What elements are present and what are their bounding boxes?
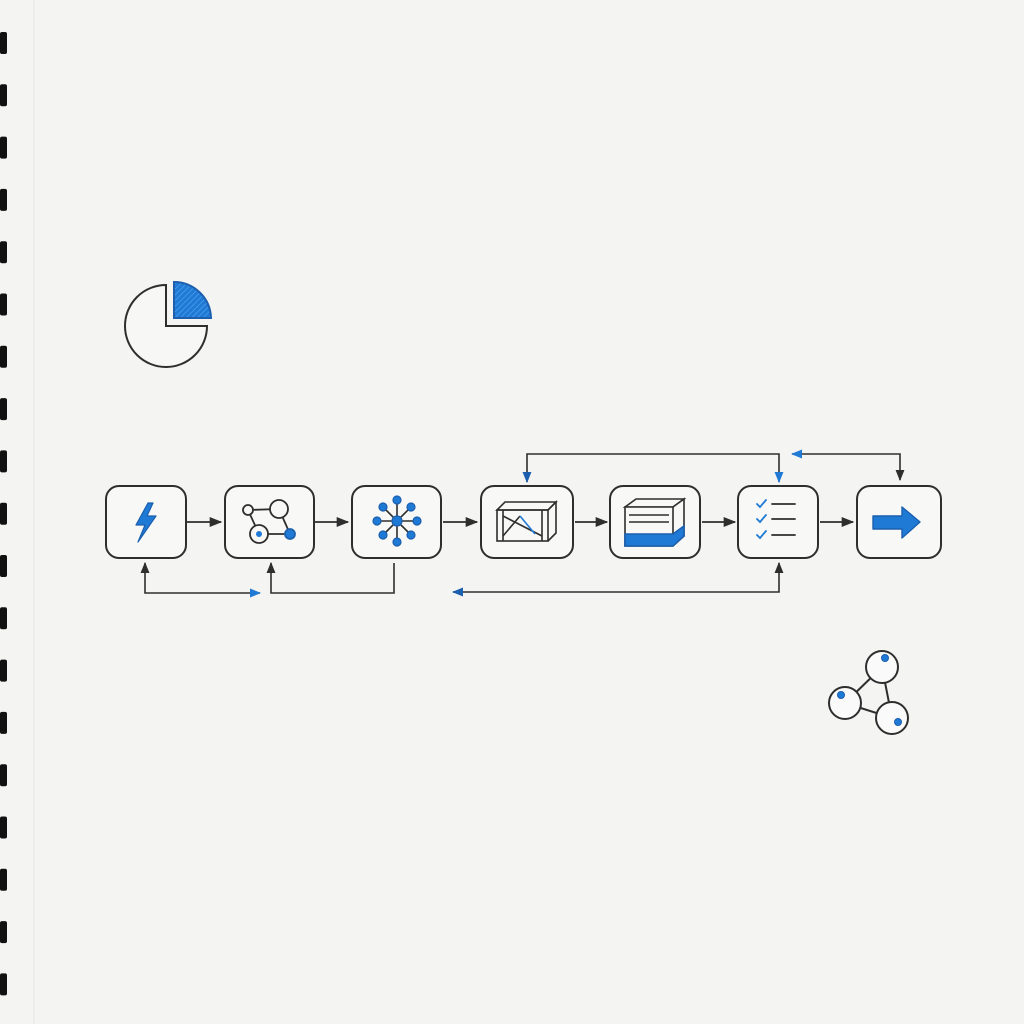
- binding-hole: [0, 188, 7, 211]
- binding-hole: [0, 450, 7, 473]
- step-trigger[interactable]: [105, 485, 187, 559]
- binding-hole: [0, 816, 7, 839]
- step-hub[interactable]: [351, 485, 442, 559]
- binding-hole: [0, 659, 7, 682]
- binding-hole: [0, 868, 7, 891]
- binding-hole: [0, 973, 7, 996]
- open-box-icon: [622, 497, 687, 547]
- binding-hole: [0, 293, 7, 316]
- step-checklist[interactable]: [737, 485, 819, 559]
- step-graph[interactable]: [224, 485, 315, 559]
- binding-hole: [0, 398, 7, 421]
- binding-hole: [0, 345, 7, 368]
- loop-link-hub-to-graph: [266, 561, 395, 594]
- spiral-binding: [0, 32, 7, 996]
- lightning-bolt-icon: [135, 502, 157, 543]
- node-graph-icon: [242, 499, 296, 544]
- step-output[interactable]: [856, 485, 942, 559]
- loop-connectors: [140, 449, 905, 598]
- binding-hole: [0, 607, 7, 630]
- binding-hole: [0, 136, 7, 159]
- binding-hole: [0, 32, 7, 54]
- loop-link-checklist-output-above: [790, 449, 905, 482]
- pie-chart-icon: [124, 280, 213, 368]
- loop-link-trigger-to-graph: [140, 561, 262, 598]
- binding-hole: [0, 502, 7, 525]
- binding-hole: [0, 764, 7, 787]
- connected-nodes-icon: [828, 650, 909, 735]
- binding-hole: [0, 921, 7, 944]
- step-crate[interactable]: [480, 485, 574, 559]
- crate-icon: [495, 500, 558, 542]
- loop-link-checklist-to-crate-below: [451, 561, 784, 597]
- binding-hole: [0, 84, 7, 107]
- network-hub-icon: [372, 495, 422, 547]
- step-storage-box[interactable]: [609, 485, 701, 559]
- binding-hole: [0, 241, 7, 264]
- arrow-right-icon: [872, 506, 921, 539]
- checklist-icon: [756, 499, 796, 540]
- loop-link-crate-checklist-above: [522, 453, 784, 484]
- binding-hole: [0, 555, 7, 577]
- binding-hole: [0, 711, 7, 734]
